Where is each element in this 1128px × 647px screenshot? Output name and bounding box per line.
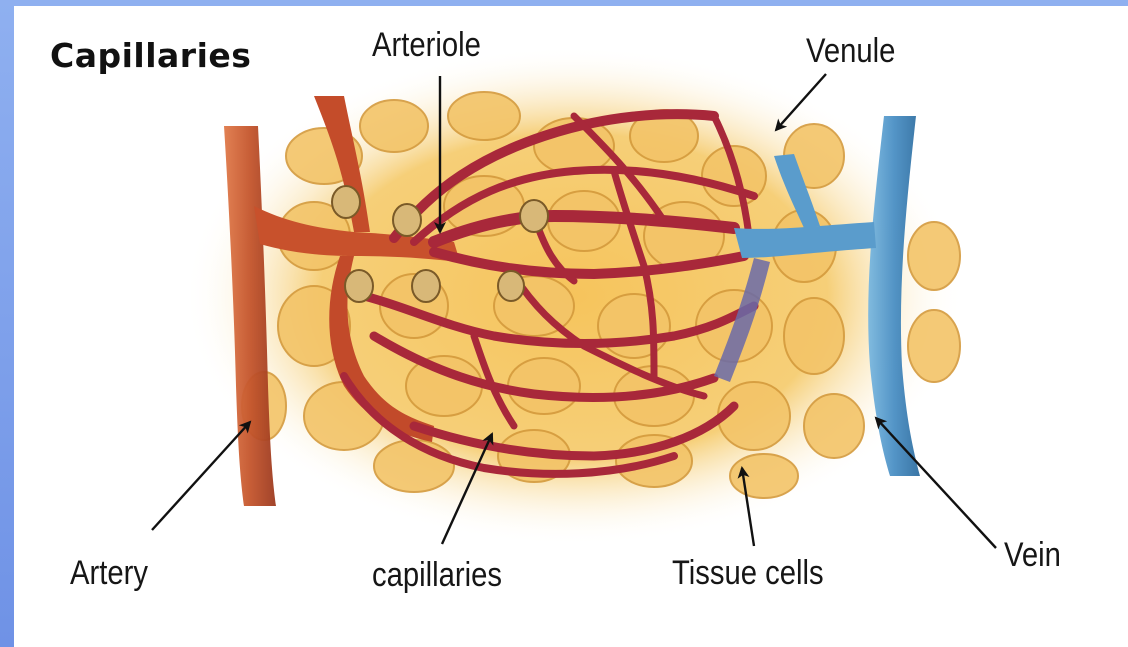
label-venule: Venule [806,32,895,71]
capillary-bed-illustration [14,6,1128,647]
arrow-artery [152,422,250,530]
arrow-vein [876,418,996,548]
label-artery: Artery [70,554,148,593]
label-tissue-cells: Tissue cells [672,554,824,593]
diagram-title: Capillaries [50,36,251,75]
label-capillaries: capillaries [372,556,502,595]
label-vein: Vein [1004,536,1061,575]
diagram-panel: Capillaries Arteriole Venule Artery capi… [14,6,1128,647]
label-arteriole: Arteriole [372,26,481,65]
